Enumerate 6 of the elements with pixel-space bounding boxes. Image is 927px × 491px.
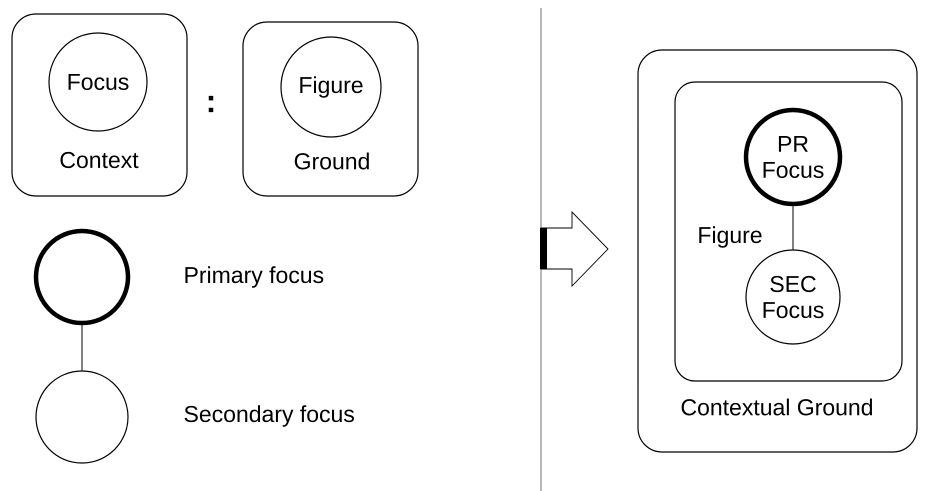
focus-circle	[35, 370, 129, 464]
circle-caption: Secondary focus	[184, 405, 354, 427]
circle-caption: Primary focus	[185, 266, 324, 288]
colon-sign: :	[208, 96, 214, 112]
connector-line	[792, 206, 794, 250]
focus-circle	[34, 228, 130, 326]
